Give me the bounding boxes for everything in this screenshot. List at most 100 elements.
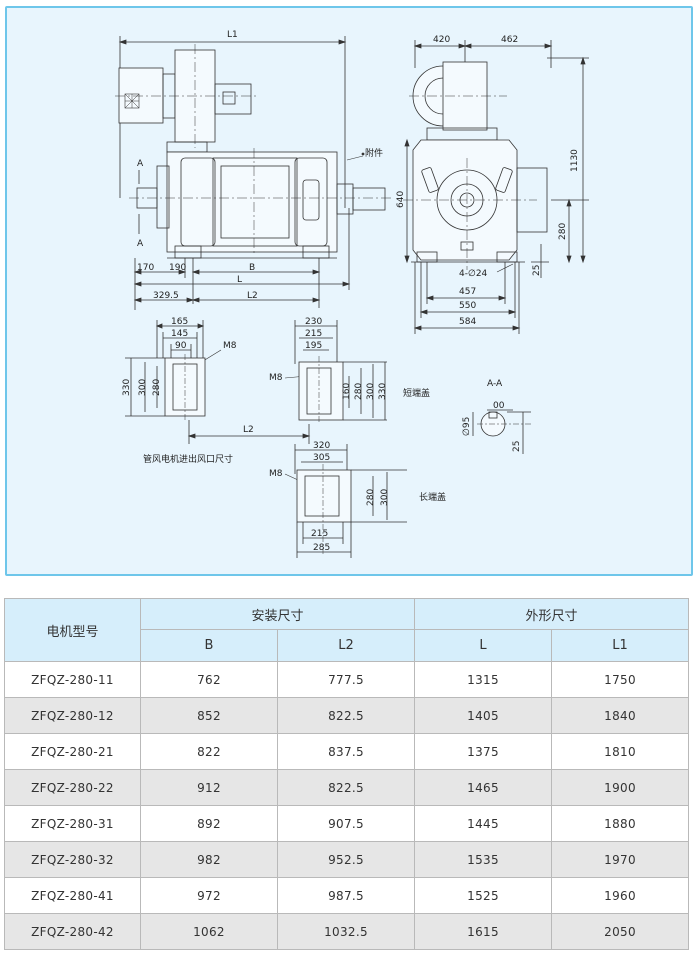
dim-L2-duct: L2 [243,425,254,435]
dim-170: 170 [137,263,154,273]
cell-L2: 907.5 [276,805,416,842]
cell-B: 972 [140,877,278,914]
dim-215-long: 215 [311,529,328,539]
cell-model: ZFQZ-280-42 [4,913,141,950]
dim-280-end: 280 [558,223,568,240]
dim-330-short: 330 [378,383,388,400]
cell-L2: 987.5 [276,877,416,914]
cell-L: 1465 [414,769,553,806]
dim-90: 90 [175,341,187,351]
cell-L2: 837.5 [276,733,416,770]
header-outline-dimensions: 外形尺寸 [414,598,690,630]
cell-L: 1615 [414,913,553,950]
dim-420: 420 [433,35,450,45]
dim-320: 320 [313,441,330,451]
cell-model: ZFQZ-280-31 [4,805,141,842]
dim-165: 165 [171,317,188,327]
table-row: ZFQZ-280-31 892 907.5 1445 1880 [4,805,690,842]
cell-model: ZFQZ-280-12 [4,697,141,734]
dim-280-short: 280 [354,383,364,400]
cell-L1: 1970 [551,841,690,878]
label-accessory: 附件 [365,147,383,159]
cell-L: 1375 [414,733,553,770]
cell-L1: 1810 [551,733,690,770]
section-title-A-A: A-A [487,379,503,389]
long-end-cover-view: 320 305 M8 280 300 长端盖 215 285 [269,441,446,558]
header-install-dimensions: 安装尺寸 [139,598,416,630]
section-A-A-view: A-A 00 ∅95 25 [462,379,533,454]
table-row: ZFQZ-280-11 762 777.5 1315 1750 [4,661,690,698]
dim-457: 457 [459,287,476,297]
cell-L1: 1750 [551,661,690,698]
dim-L: L [237,275,242,285]
cell-L2: 822.5 [276,769,416,806]
dim-L2: L2 [247,291,258,301]
section-mark-A-bottom: A [137,239,144,249]
dim-305: 305 [313,453,330,463]
cell-L2: 822.5 [276,697,416,734]
technical-drawing-panel: L1 附件 A A [5,6,693,576]
label-short-end-cover: 短端盖 [403,387,430,399]
dim-25-aa: 25 [512,441,522,452]
label-M8-short: M8 [269,373,283,383]
label-M8-long: M8 [269,469,283,479]
dim-145: 145 [171,329,188,339]
cell-L1: 1880 [551,805,690,842]
cell-model: ZFQZ-280-21 [4,733,141,770]
table-row: ZFQZ-280-42 1062 1032.5 1615 2050 [4,913,690,950]
dim-280-duct: 280 [152,379,162,396]
cell-B: 852 [140,697,278,734]
cell-model: ZFQZ-280-41 [4,877,141,914]
motor-outline-drawing: L1 附件 A A [115,30,589,558]
dim-462: 462 [501,35,518,45]
dim-329-5: 329.5 [153,291,179,301]
dim-215: 215 [305,329,322,339]
cell-model: ZFQZ-280-32 [4,841,141,878]
table-row: ZFQZ-280-12 852 822.5 1405 1840 [4,697,690,734]
dim-300-long: 300 [380,489,390,506]
cell-model: ZFQZ-280-11 [4,661,141,698]
table-row: ZFQZ-280-32 982 952.5 1535 1970 [4,841,690,878]
header-L: L [414,629,553,662]
dim-640: 640 [396,191,406,208]
cell-L: 1525 [414,877,553,914]
cell-L2: 777.5 [276,661,416,698]
cell-B: 1062 [140,913,278,950]
motor-dimension-table: 电机型号 安装尺寸 外形尺寸 B L2 L L1 ZFQZ-280-11 762… [4,598,690,950]
cell-L: 1535 [414,841,553,878]
header-model: 电机型号 [4,598,141,662]
header-B: B [140,629,278,662]
dim-B: B [249,263,255,273]
cell-model: ZFQZ-280-22 [4,769,141,806]
side-view: L1 附件 A A [115,30,391,310]
cell-B: 822 [140,733,278,770]
dim-300-short: 300 [366,383,376,400]
section-mark-A-top: A [137,159,144,169]
header-L1: L1 [551,629,690,662]
cell-L2: 952.5 [276,841,416,878]
dim-160-short: 160 [342,383,352,400]
dim-1130: 1130 [570,149,580,172]
cell-L1: 1960 [551,877,690,914]
cell-L1: 2050 [551,913,690,950]
table-row: ZFQZ-280-41 972 987.5 1525 1960 [4,877,690,914]
dim-330-duct: 330 [122,379,132,396]
cell-L: 1445 [414,805,553,842]
dim-195: 195 [305,341,322,351]
caption-duct-dimensions: 管风电机进出风口尺寸 [143,453,233,465]
dim-230: 230 [305,317,322,327]
dim-holes: 4-∅24 [459,269,488,279]
duct-flange-view: 165 145 90 M8 330 300 280 L2 管风电机进出风口尺寸 [122,317,311,465]
cell-B: 892 [140,805,278,842]
dim-L1: L1 [227,30,238,40]
short-end-cover-view: 230 215 195 M8 160 280 300 330 短端盖 [269,317,430,424]
dim-25-end: 25 [532,265,542,276]
dim-550: 550 [459,301,476,311]
end-view: 420 462 640 1130 280 [396,35,589,334]
table-row: ZFQZ-280-21 822 837.5 1375 1810 [4,733,690,770]
cell-L1: 1900 [551,769,690,806]
header-L2: L2 [276,629,416,662]
dim-95: ∅95 [462,417,472,436]
cell-B: 912 [140,769,278,806]
dim-280-long: 280 [366,489,376,506]
